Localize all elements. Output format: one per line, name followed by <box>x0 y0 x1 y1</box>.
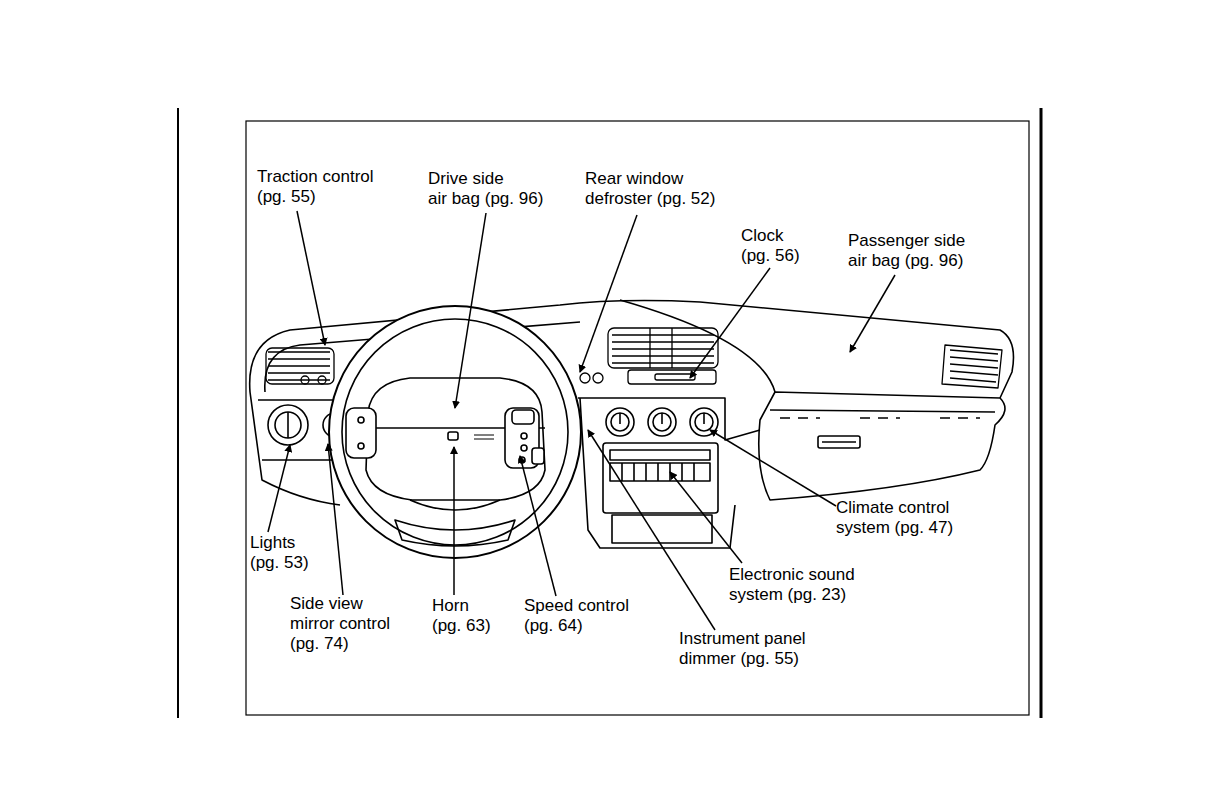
line-art <box>580 215 637 372</box>
line-art <box>661 413 663 424</box>
line-art <box>695 413 713 431</box>
line-art <box>268 405 308 445</box>
line-art <box>628 370 716 384</box>
callout-label: Passenger side air bag (pg. 96) <box>848 231 965 271</box>
line-art <box>246 121 1029 715</box>
callout-label: Climate control system (pg. 47) <box>836 498 953 538</box>
line-art <box>619 413 621 424</box>
line-art <box>474 435 494 439</box>
line-art <box>759 392 1005 500</box>
leader-lines <box>268 211 895 630</box>
line-art <box>603 443 718 513</box>
line-art <box>358 443 364 449</box>
line-art <box>612 335 714 363</box>
line-art <box>703 413 705 424</box>
line-art <box>453 447 455 595</box>
line-art <box>455 213 486 408</box>
callout-label: Electronic sound system (pg. 23) <box>729 565 855 605</box>
line-art <box>266 348 334 384</box>
line-art <box>710 430 836 506</box>
line-art <box>301 376 309 384</box>
dashboard <box>250 300 1014 558</box>
line-art <box>650 328 672 368</box>
line-art <box>610 450 710 460</box>
line-art <box>287 412 289 438</box>
line-art <box>395 520 515 546</box>
line-art <box>250 392 340 505</box>
callout-label: Drive side air bag (pg. 96) <box>428 169 543 209</box>
line-art <box>690 268 770 378</box>
line-art <box>580 373 590 383</box>
line-art <box>622 463 694 481</box>
line-art <box>850 275 895 352</box>
line-art <box>648 408 676 436</box>
line-art <box>950 350 998 382</box>
line-art <box>328 444 343 595</box>
line-art <box>770 410 995 412</box>
line-art <box>275 412 301 438</box>
line-art <box>177 108 179 718</box>
line-art <box>670 472 742 563</box>
line-art <box>942 345 1002 388</box>
line-art <box>942 345 1002 388</box>
line-art <box>366 378 545 500</box>
line-art <box>346 408 376 458</box>
callout-label: Side view mirror control (pg. 74) <box>290 594 390 654</box>
line-art <box>610 463 710 481</box>
line-art <box>780 417 980 419</box>
line-art <box>521 433 527 439</box>
line-art <box>606 408 634 436</box>
line-art <box>593 373 603 383</box>
line-art <box>578 398 760 440</box>
line-art <box>318 376 326 384</box>
line-art <box>1040 108 1043 718</box>
line-art <box>822 441 856 443</box>
callout-label: Clock (pg. 56) <box>741 226 800 266</box>
line-art <box>448 432 458 440</box>
line-art <box>329 306 581 558</box>
line-art <box>266 348 334 384</box>
line-art <box>611 413 629 431</box>
line-art <box>532 448 544 464</box>
callout-label: Rear window defroster (pg. 52) <box>585 169 715 209</box>
line-art <box>580 328 718 384</box>
line-art <box>410 500 500 510</box>
callout-label: Speed control (pg. 64) <box>524 596 629 636</box>
line-art <box>620 300 775 392</box>
line-art <box>512 410 534 424</box>
line-art <box>655 374 695 380</box>
line-art <box>297 211 325 345</box>
callout-label: Horn (pg. 63) <box>432 596 491 636</box>
callout-label: Instrument panel dimmer (pg. 55) <box>679 629 806 669</box>
callout-label: Lights (pg. 53) <box>250 533 309 573</box>
callout-label: Traction control (pg. 55) <box>257 167 374 207</box>
page-rules <box>178 108 1041 718</box>
line-art <box>818 436 860 448</box>
line-art <box>358 417 364 423</box>
line-art <box>612 515 712 543</box>
line-art <box>653 413 671 431</box>
line-art <box>268 445 290 532</box>
line-art <box>521 445 527 451</box>
line-art <box>520 456 556 596</box>
